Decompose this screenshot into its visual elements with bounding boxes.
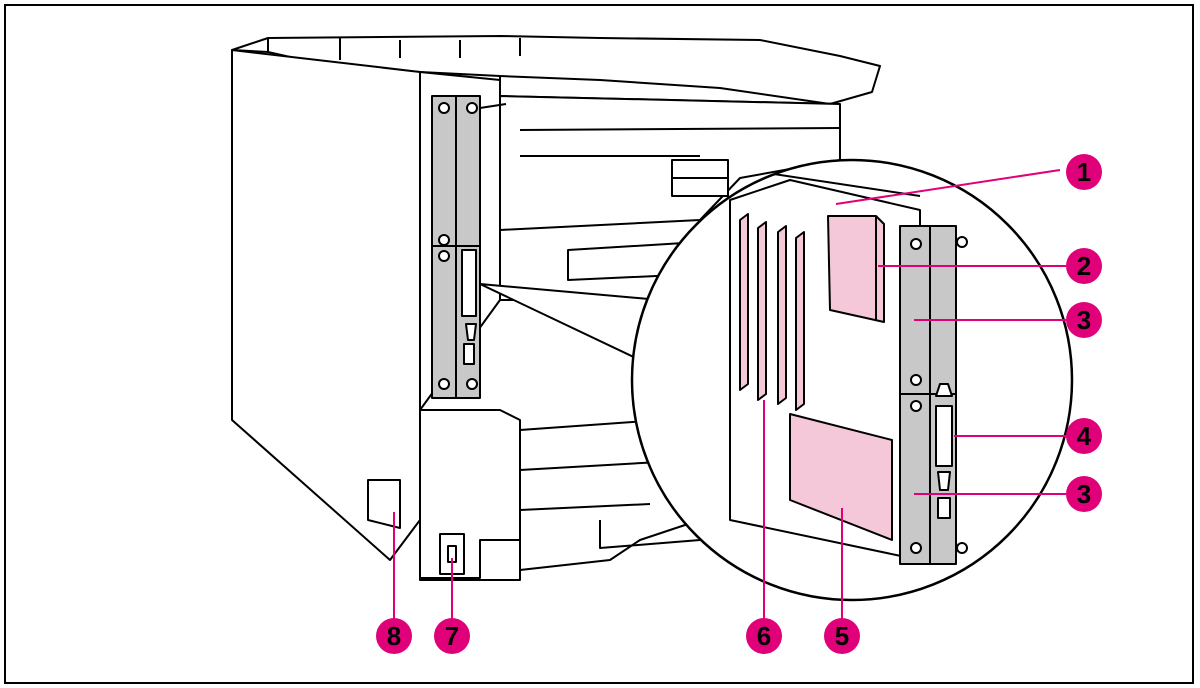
callout-3a: 3 <box>1066 302 1102 338</box>
callout-circle <box>746 618 782 654</box>
callout-circle <box>824 618 860 654</box>
callout-3b: 3 <box>1066 476 1102 512</box>
callout-circle <box>434 618 470 654</box>
callout-number: 8 <box>387 621 401 651</box>
callout-5: 5 <box>824 618 860 654</box>
callout-circle <box>1066 248 1102 284</box>
callout-6: 6 <box>746 618 782 654</box>
magnifier-view <box>479 158 1074 602</box>
callout-circle <box>1066 418 1102 454</box>
callout-number: 1 <box>1077 157 1091 187</box>
callout-4: 4 <box>1066 418 1102 454</box>
callout-2: 2 <box>1066 248 1102 284</box>
callout-circle <box>1066 302 1102 338</box>
callout-lines <box>393 169 1066 622</box>
callout-number: 4 <box>1077 421 1092 451</box>
callout-number: 7 <box>445 621 459 651</box>
callout-number: 3 <box>1077 479 1091 509</box>
callout-circle <box>376 618 412 654</box>
callout-circle <box>1066 476 1102 512</box>
callout-number: 6 <box>757 621 771 651</box>
callout-number: 3 <box>1077 305 1091 335</box>
callout-8: 8 <box>376 618 412 654</box>
callout-circle <box>1066 154 1102 190</box>
rear-io-panel <box>431 95 507 399</box>
callout-number: 5 <box>835 621 849 651</box>
callout-number: 2 <box>1077 251 1091 281</box>
callout-1: 1 <box>1066 154 1102 190</box>
callout-7: 7 <box>434 618 470 654</box>
figure-border <box>4 4 1194 684</box>
leader-1 <box>835 169 1061 205</box>
